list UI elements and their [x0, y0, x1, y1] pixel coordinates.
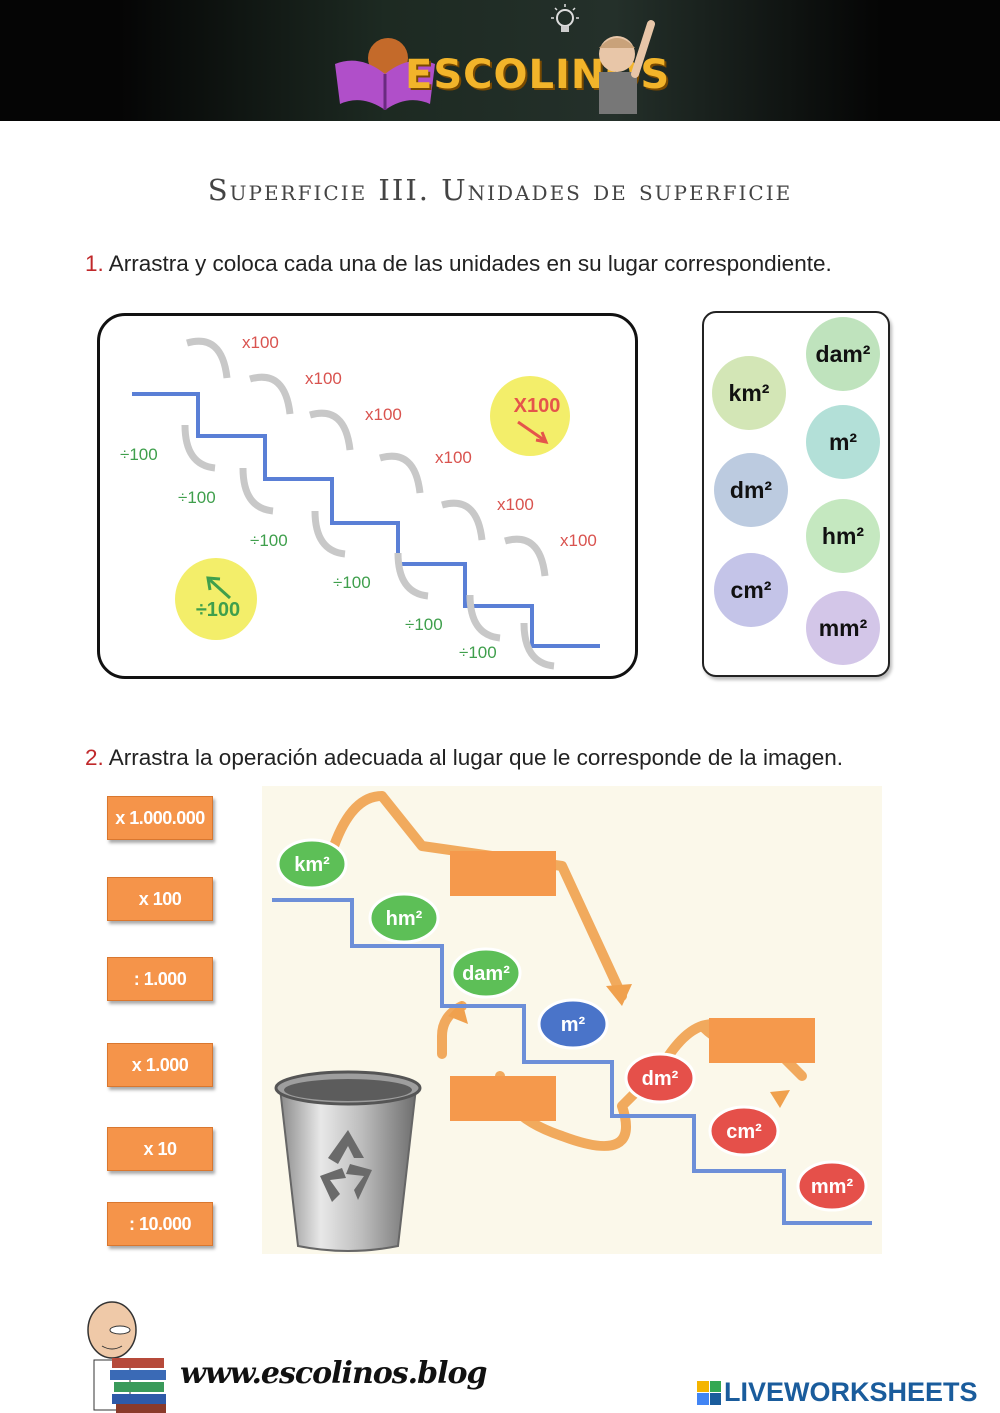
arrowhead-1	[606, 984, 632, 1006]
multiply-arrow	[379, 452, 424, 494]
multiply-label: x100	[305, 369, 342, 388]
question-2: 2. Arrastra la operación adecuada al lug…	[85, 745, 843, 771]
liveworksheets-logo-icon	[697, 1380, 721, 1405]
unit-bubble-1: hm²	[368, 892, 440, 944]
book-logo-icon	[335, 38, 435, 110]
up-legend-arrow	[517, 420, 545, 442]
operation-card-0[interactable]: x 1.000.000	[107, 796, 213, 840]
multiply-label: x100	[497, 495, 534, 514]
multiply-arrow	[441, 499, 486, 541]
lightbulb-icon	[551, 4, 579, 32]
page-title: Superficie III. Unidades de superficie	[207, 173, 793, 207]
operation-card-4[interactable]: x 10	[107, 1127, 213, 1171]
multiply-label: x100	[242, 333, 279, 352]
liveworksheets-brand: LIVEWORKSHEETS	[697, 1377, 978, 1408]
divide-arrow	[239, 467, 274, 515]
unit-bubble-5: cm²	[708, 1105, 780, 1157]
multiply-label: x100	[560, 531, 597, 550]
operation-card-5[interactable]: : 10.000	[107, 1202, 213, 1246]
divide-label: ÷100	[250, 531, 288, 550]
kid-illustration	[599, 20, 655, 114]
drop-zone-1[interactable]	[450, 851, 556, 896]
up-legend-circle	[490, 376, 570, 456]
reader-boy-illustration	[87, 1301, 166, 1413]
multiply-arrow	[186, 337, 231, 379]
drop-zone-3[interactable]	[450, 1076, 556, 1121]
svg-text:dam²: dam²	[462, 963, 510, 985]
unit-chip-2[interactable]: m²	[806, 405, 880, 479]
recycle-icon	[320, 1130, 372, 1202]
divide-arrow	[520, 622, 555, 670]
trash-can-icon[interactable]	[268, 1066, 428, 1252]
divide-label: ÷100	[459, 643, 497, 662]
multiply-arrows: x100 x100 x100 x100 x100 x100	[186, 333, 597, 577]
unit-chip-1[interactable]: km²	[712, 356, 786, 430]
staircase-line	[132, 392, 600, 648]
divide-arrow	[394, 552, 429, 600]
staircase-2-drawing: km² hm² dam² m² dm² cm² mm²	[272, 791, 872, 1225]
unit-chip-6[interactable]: mm²	[806, 591, 880, 665]
question-1: 1. Arrastra y coloca cada una de las uni…	[85, 251, 832, 277]
question-1-text: Arrastra y coloca cada una de las unidad…	[108, 251, 832, 276]
unit-bubble-2: dam²	[450, 947, 522, 999]
question-2-text: Arrastra la operación adecuada al lugar …	[108, 745, 843, 770]
unit-chip-3[interactable]: dm²	[714, 453, 788, 527]
divide-label: ÷100	[120, 445, 158, 464]
unit-bubble-3: m²	[537, 998, 609, 1050]
svg-text:dm²: dm²	[642, 1068, 679, 1090]
down-legend-arrow	[208, 578, 232, 600]
unit-chip-4[interactable]: hm²	[806, 499, 880, 573]
website-url[interactable]: www.escolinos.blog	[180, 1356, 487, 1391]
multiply-label: x100	[365, 405, 402, 424]
divide-label: ÷100	[178, 488, 216, 507]
banner-background	[120, 0, 880, 121]
up-legend-label: X100	[514, 395, 561, 417]
svg-text:cm²: cm²	[726, 1121, 762, 1143]
multiply-arrow	[249, 373, 294, 415]
svg-text:m²: m²	[561, 1014, 586, 1036]
operation-card-3[interactable]: x 1.000	[107, 1043, 213, 1087]
operation-card-2[interactable]: : 1.000	[107, 957, 213, 1001]
multiply-arrow	[504, 535, 549, 577]
drop-zone-2[interactable]	[709, 1018, 815, 1063]
svg-text:hm²: hm²	[386, 908, 423, 930]
unit-bubble-4: dm²	[624, 1052, 696, 1104]
question-2-number: 2.	[85, 745, 104, 770]
svg-text:km²: km²	[294, 854, 330, 876]
unit-bubble-0: km²	[276, 838, 348, 890]
divide-arrow	[466, 594, 501, 642]
unit-chip-5[interactable]: cm²	[714, 553, 788, 627]
divide-label: ÷100	[405, 615, 443, 634]
header-banner: ESCOLINOS	[0, 0, 1000, 121]
question-1-number: 1.	[85, 251, 104, 276]
unit-bubble-6: mm²	[796, 1160, 868, 1212]
divide-arrow	[311, 510, 346, 558]
liveworksheets-text: LIVEWORKSHEETS	[724, 1377, 978, 1407]
multiply-arrow	[309, 409, 354, 451]
staircase-2-line	[272, 898, 872, 1225]
multiply-label: x100	[435, 448, 472, 467]
unit-chip-0[interactable]: dam²	[806, 317, 880, 391]
divide-label: ÷100	[333, 573, 371, 592]
down-legend-circle	[175, 558, 257, 640]
divide-arrows: ÷100 ÷100 ÷100 ÷100 ÷100 ÷100	[120, 424, 555, 670]
svg-text:mm²: mm²	[811, 1176, 854, 1198]
divide-arrow	[181, 424, 216, 472]
down-legend-label: ÷100	[196, 599, 240, 621]
operation-card-1[interactable]: x 100	[107, 877, 213, 921]
arrowhead-3	[770, 1090, 790, 1108]
